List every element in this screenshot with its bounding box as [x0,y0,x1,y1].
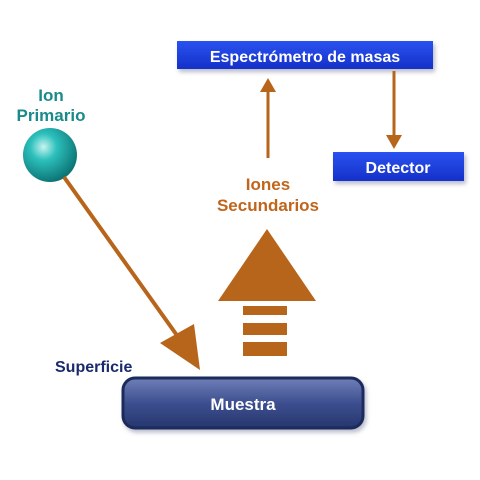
primary-ion-label-line2: Primario [17,106,86,125]
arrow-to-detector [386,71,402,149]
sample-label: Muestra [210,395,276,414]
primary-ion-label-line1: Ion [38,86,64,105]
spectrometer-label: Espectrómetro de masas [210,49,400,66]
sample-box: Muestra [121,376,365,430]
spectrometer-box: Espectrómetro de masas [177,41,433,69]
secondary-ions-label-line1: Iones [246,175,290,194]
arrow-to-spectrometer [260,78,276,158]
surface-label: Superficie [55,359,132,376]
primary-ion-sphere [23,128,77,182]
detector-box: Detector [333,152,464,181]
secondary-ions-label-line2: Secundarios [217,196,319,215]
secondary-ions-arrow [218,229,316,356]
primary-ion-arrow [62,175,200,370]
detector-label: Detector [366,160,431,177]
